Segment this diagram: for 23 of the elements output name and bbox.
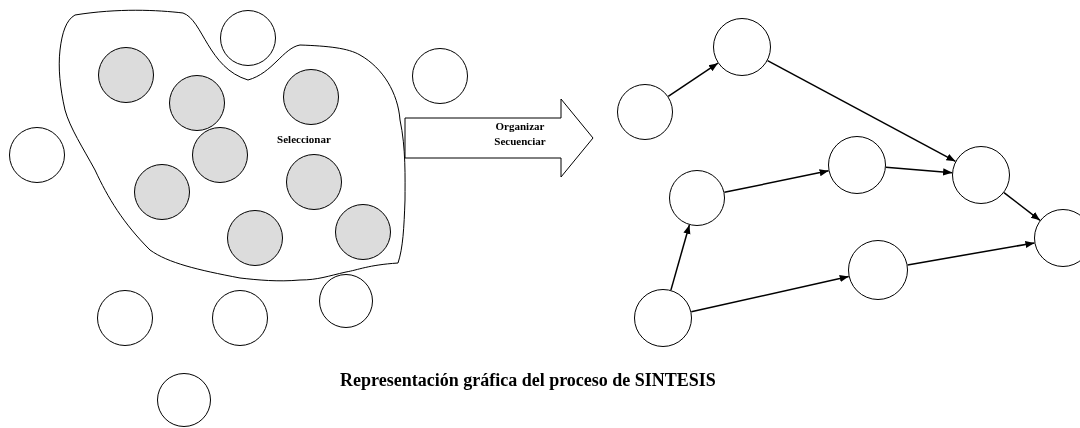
arrow bbox=[670, 224, 691, 291]
caption: Representación gráfica del proceso de SINTESIS bbox=[340, 370, 716, 391]
arrow bbox=[690, 275, 850, 313]
arrow bbox=[667, 62, 719, 98]
circle-node bbox=[97, 290, 153, 346]
circle-node bbox=[848, 240, 908, 300]
circle-node bbox=[1034, 209, 1080, 267]
arrow bbox=[906, 240, 1036, 266]
circle-node bbox=[669, 170, 725, 226]
circle-node bbox=[9, 127, 65, 183]
region-label: Seleccionar bbox=[276, 132, 332, 147]
circle-node bbox=[319, 274, 373, 328]
arrow bbox=[723, 169, 830, 194]
circle-node bbox=[412, 48, 468, 104]
arrow bbox=[766, 59, 957, 163]
arrow bbox=[1003, 191, 1041, 222]
circle-node bbox=[617, 84, 673, 140]
arrow bbox=[885, 166, 953, 176]
edge-label: Organizar Secuenciar bbox=[493, 119, 547, 149]
circle-node bbox=[157, 373, 211, 427]
block-arrow bbox=[404, 98, 594, 178]
circle-node bbox=[212, 290, 268, 346]
circle-node bbox=[220, 10, 276, 66]
